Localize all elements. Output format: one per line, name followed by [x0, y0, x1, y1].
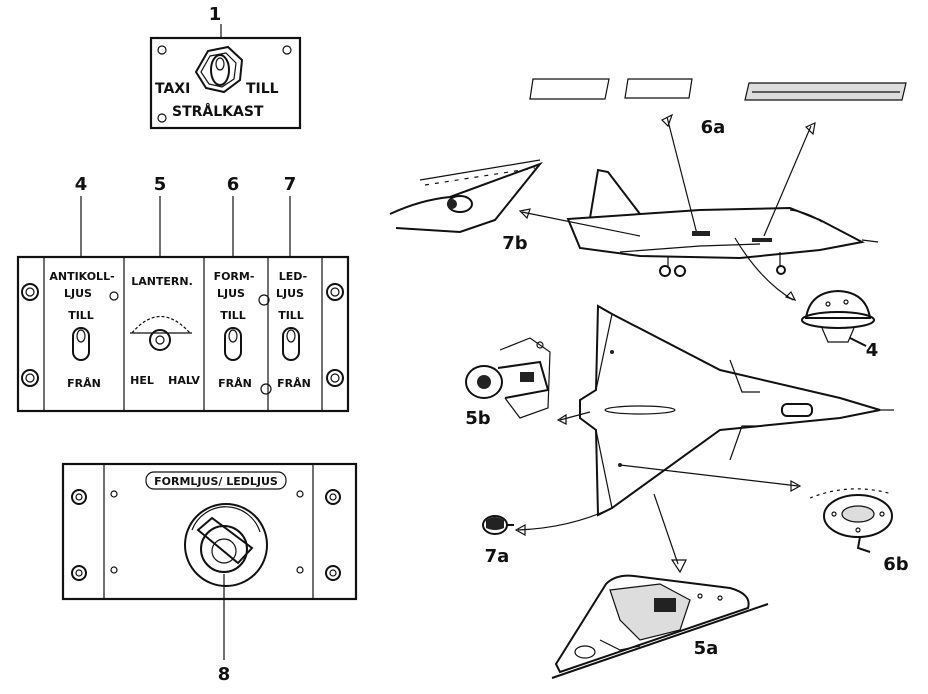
callout-6a: 6a: [701, 117, 726, 138]
switch-panel-plate: [16, 255, 350, 413]
formation-light-round-detail: [809, 488, 893, 553]
ledljus-ljus-label: LJUS: [276, 287, 304, 300]
ledljus-label: LED-: [279, 270, 307, 283]
screw-icon: [71, 489, 87, 505]
till-label: TILL: [246, 81, 279, 97]
lantern-hel-label: HEL: [130, 374, 154, 387]
screw-icon: [326, 369, 344, 387]
callout-4: 4: [75, 174, 88, 195]
wingtip-housing-detail: [551, 574, 769, 679]
navigation-light-detail: [465, 337, 551, 419]
rivet-icon: [110, 490, 118, 498]
rheostat-title: FORMLJUS/ LEDLJUS: [154, 475, 278, 488]
formljus-till-label: TILL: [220, 309, 246, 322]
screw-icon: [21, 369, 39, 387]
rivet-icon: [110, 566, 118, 574]
taxi-light-panel: 1 TAXI TILL STRÅLKAST: [149, 4, 302, 130]
formljus-fran-label: FRÅN: [218, 377, 252, 390]
screw-icon: [157, 113, 167, 123]
top-view-aircraft: [579, 304, 894, 517]
callout-4-detail: 4: [866, 340, 879, 361]
rheostat-title-box: [145, 471, 287, 490]
formation-light-strip-icon: [529, 78, 907, 101]
formljus-toggle-switch[interactable]: [224, 327, 242, 361]
callout-8: 8: [218, 664, 231, 685]
lantern-selector-knob[interactable]: [130, 316, 192, 351]
arrow-7a: [517, 507, 613, 531]
callout-7a: 7a: [485, 546, 510, 567]
screw-icon: [21, 283, 39, 301]
screw-icon: [325, 565, 341, 581]
lantern-halv-label: HALV: [168, 374, 200, 387]
arrow-6a-left: [666, 116, 698, 235]
antikoll-ljus-label: LJUS: [64, 287, 92, 300]
rheostat-knob[interactable]: [184, 503, 268, 587]
callout-7: 7: [284, 174, 297, 195]
callout-7b: 7b: [502, 233, 528, 254]
rivet-icon: [296, 490, 304, 498]
formljus-label: FORM-: [214, 270, 255, 283]
screw-icon: [282, 45, 292, 55]
antikoll-label: ANTIKOLL-: [49, 270, 114, 283]
formljus-ljus-label: LJUS: [217, 287, 245, 300]
ledljus-toggle-switch[interactable]: [282, 327, 300, 361]
formation-light-icon: [752, 238, 772, 242]
arrow-5b: [559, 411, 591, 421]
callout-5: 5: [154, 174, 167, 195]
wingtip-light-detail: [482, 515, 514, 535]
screw-icon: [157, 45, 167, 55]
indicator-icon: [260, 383, 272, 395]
tail-light-detail: [389, 159, 544, 234]
screw-icon: [325, 489, 341, 505]
taxi-toggle-switch[interactable]: [194, 45, 244, 94]
side-view-aircraft: [566, 168, 879, 277]
antikoll-till-label: TILL: [68, 309, 94, 322]
rheostat-panel: FORMLJUS/ LEDLJUS 8: [61, 462, 358, 685]
stralkast-label: STRÅLKAST: [172, 103, 264, 120]
arrow-6a-right: [763, 125, 812, 237]
ledljus-till-label: TILL: [278, 309, 304, 322]
callout-6: 6: [227, 174, 240, 195]
indicator-icon: [109, 291, 119, 301]
ledljus-fran-label: FRÅN: [277, 377, 311, 390]
antikoll-toggle-switch[interactable]: [72, 327, 90, 361]
lantern-label: LANTERN.: [131, 275, 193, 288]
callout-5b: 5b: [465, 408, 491, 429]
arrow-6b: [619, 464, 799, 487]
anticollision-light-detail: [801, 289, 875, 347]
callout-6b: 6b: [883, 554, 909, 575]
screw-icon: [71, 565, 87, 581]
antikoll-fran-label: FRÅN: [67, 377, 101, 390]
screw-icon: [326, 283, 344, 301]
arrow-7b: [521, 211, 641, 237]
callout-1: 1: [209, 4, 222, 25]
light-switch-panel: 4 5 6 7 ANTIKOLL- LJUS TILL FRÅN LANTERN: [16, 174, 350, 413]
callout-5a: 5a: [694, 638, 719, 659]
arrow-5a: [653, 493, 679, 565]
formation-light-icon: [692, 231, 710, 236]
rivet-icon: [296, 566, 304, 574]
aircraft-illustration: 6a 7b: [389, 78, 909, 679]
indicator-icon: [258, 294, 270, 306]
taxi-label: TAXI: [155, 81, 190, 97]
